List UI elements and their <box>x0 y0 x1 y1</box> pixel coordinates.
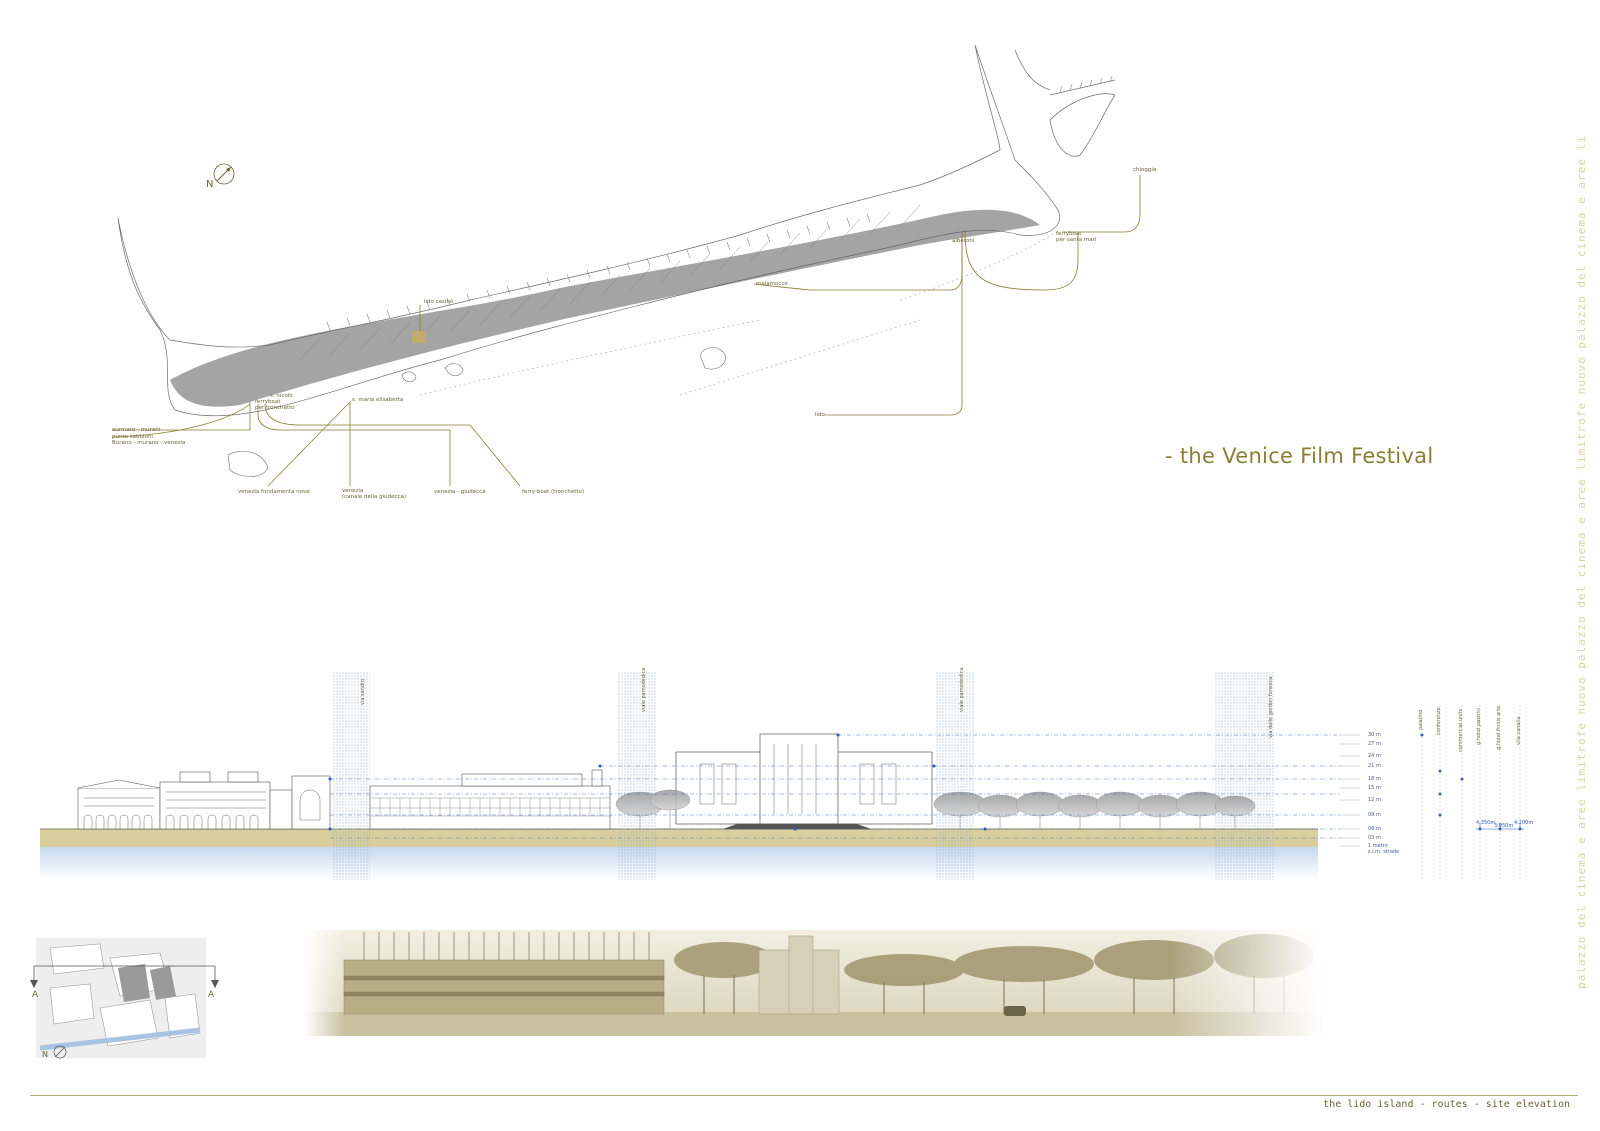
north-label: N <box>206 179 214 190</box>
building-historic-hotel <box>77 771 331 830</box>
page-title: - the Venice Film Festival <box>1165 444 1434 468</box>
lido-island-map <box>111 44 1141 487</box>
key-plan-north-arrow-icon <box>53 1045 67 1059</box>
map-label-route-1: aurmaro - murani <box>112 427 161 433</box>
corridor-label-3: viale pamodedica <box>959 667 965 712</box>
map-label-route-3: Burano - murano - venezia <box>112 440 186 446</box>
section-arrow-left-icon <box>30 980 38 988</box>
map-label-ferryboat-santa-maria: ferryboat <box>1056 231 1082 237</box>
map-label-ferry-boat-tronchetto: ferry-boat (tronchetto) <box>522 489 585 495</box>
level-note: s.l.m. strade <box>1368 849 1400 855</box>
map-label-venezia-fondamenta-nove: venezia fondamenta nove <box>238 489 310 495</box>
corridor-2 <box>618 672 656 880</box>
section-mark-right: A <box>208 990 215 1000</box>
level-label-03: 03 m <box>1368 835 1381 841</box>
tree-row <box>615 789 1256 818</box>
legend-label-4: g.hotel pastrici <box>1476 707 1482 745</box>
level-label-21: 21 m <box>1368 763 1381 769</box>
map-label-ferryboat-tronchetto-2: per tronchetto <box>255 405 295 411</box>
north-arrow-icon <box>213 163 235 185</box>
map-label-venezia-canale-2: (canale della giudecca) <box>342 494 407 500</box>
route-lines <box>111 175 1141 487</box>
pellestrina-outline <box>1014 49 1116 157</box>
map-label-route-2: punta sabbioni <box>112 434 153 440</box>
map-label-lido-casino: lido casinò <box>424 299 454 305</box>
island-outline <box>117 44 1060 417</box>
map-label-lido: lido <box>815 412 825 418</box>
corridor-label-4: via dalle gordon fonseca <box>1268 676 1274 738</box>
level-lines <box>330 734 1340 839</box>
level-label-24: 24 m <box>1368 753 1381 759</box>
legend-label-3: commercial units <box>1458 708 1464 752</box>
dashed-lagoon-lines <box>419 229 1061 396</box>
level-label-27: 27 m <box>1368 741 1381 747</box>
footer-caption: the lido island - routes - site elevatio… <box>1323 1099 1570 1110</box>
dimension-label-2: 3.950m <box>1494 823 1514 829</box>
corridor-3 <box>936 672 974 880</box>
map-label-s-maria-elisabetta: s. maria elisabetta <box>352 397 404 403</box>
dimension-ticks <box>1476 823 1524 830</box>
corridor-label-2: viale pamodedica <box>641 667 647 712</box>
map-label-s-nicolo: s. nicolò <box>270 393 293 399</box>
level-scale <box>1340 734 1360 847</box>
map-label-malamocco: malamocco <box>756 281 788 287</box>
legend-label-2: conferenze <box>1436 707 1442 735</box>
section-arrow-right-icon <box>211 980 219 988</box>
level-label-1m: 1 metro <box>1368 843 1388 849</box>
small-islands <box>227 347 726 477</box>
site-photo-panorama <box>304 930 1324 1036</box>
photo-fade-left <box>304 930 1324 1036</box>
lido-casino-marker <box>412 331 426 343</box>
island-fabric <box>170 209 1040 407</box>
key-plan <box>30 938 219 1059</box>
level-label-15: 15 m <box>1368 785 1381 791</box>
island-hatching <box>299 204 921 361</box>
key-plan-main-buildings <box>118 964 176 1002</box>
level-label-12: 12 m <box>1368 797 1381 803</box>
building-casino-detail <box>370 797 610 817</box>
map-label-ferryboat-tronchetto: ferryboat <box>255 399 281 405</box>
key-plan-north-label: N <box>42 1050 48 1059</box>
key-plan-canal <box>39 1027 201 1051</box>
beach-groynes <box>326 213 871 331</box>
corridor-1 <box>332 672 370 880</box>
site-elevation <box>40 672 1524 880</box>
legend-label-6: vila canalia <box>1516 716 1522 745</box>
dimension-label-1: 4.350m <box>1476 820 1496 826</box>
jetty-marks <box>1059 75 1113 93</box>
map-label-venezia-giudecca: venezia - giudecca <box>434 489 486 495</box>
level-label-09: 09 m <box>1368 812 1381 818</box>
map-label-ferryboat-santa-maria-2: per santa mari <box>1056 237 1097 243</box>
dimension-label-3: 4.200m <box>1514 820 1534 826</box>
level-dots <box>328 733 1522 831</box>
corridor-4 <box>1215 672 1275 880</box>
footer-rule <box>30 1095 1578 1096</box>
water-band <box>40 847 1318 879</box>
legend-label-5: g.hotel finnis arte <box>1496 705 1502 750</box>
section-mark-left: A <box>32 990 39 1000</box>
level-label-30: 30 m <box>1368 732 1381 738</box>
map-label-alberoni: alberoni <box>952 238 975 244</box>
legend-label-1: palatino <box>1418 709 1424 730</box>
map-label-chioggia: chioggia <box>1133 167 1157 173</box>
corridor-label-1: via sandro <box>360 678 366 705</box>
level-label-18: 18 m <box>1368 776 1381 782</box>
level-label-06: 06 m <box>1368 826 1381 832</box>
tree-trunks <box>639 810 1236 829</box>
map-label-venezia-canale: venezia <box>342 488 364 494</box>
building-historic-arcades <box>83 789 321 829</box>
